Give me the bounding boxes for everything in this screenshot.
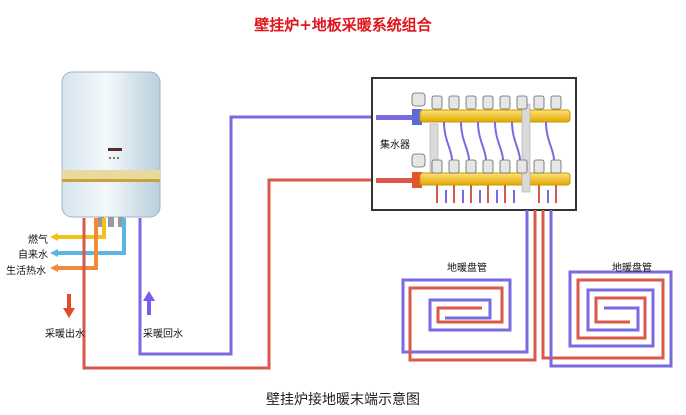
label-floor-pipe-right: 地暖盘管 xyxy=(612,263,652,274)
supply-down-arrow xyxy=(63,294,75,318)
supply-pipe xyxy=(82,178,376,370)
return-pipe xyxy=(138,115,376,356)
diagram-caption: 壁挂炉接地暖末端示意图 xyxy=(266,392,420,408)
manifold-box xyxy=(371,77,577,211)
label-manifold: 集水器 xyxy=(380,140,410,151)
return-up-arrow xyxy=(143,291,155,315)
floor-coil-right xyxy=(541,210,673,368)
diagram-title: 壁挂炉+地板采暖系统组合 xyxy=(254,16,432,34)
label-return-in: 采暖回水 xyxy=(143,329,183,340)
label-tap-water: 自来水 xyxy=(18,250,48,261)
wall-hung-boiler xyxy=(61,71,161,227)
domestic-lines xyxy=(50,218,126,272)
floor-coil-left xyxy=(401,210,537,362)
label-supply-out: 采暖出水 xyxy=(45,329,85,340)
label-gas: 燃气 xyxy=(28,235,48,246)
label-hot-water: 生活热水 xyxy=(6,266,46,277)
label-floor-pipe-left: 地暖盘管 xyxy=(447,263,487,274)
